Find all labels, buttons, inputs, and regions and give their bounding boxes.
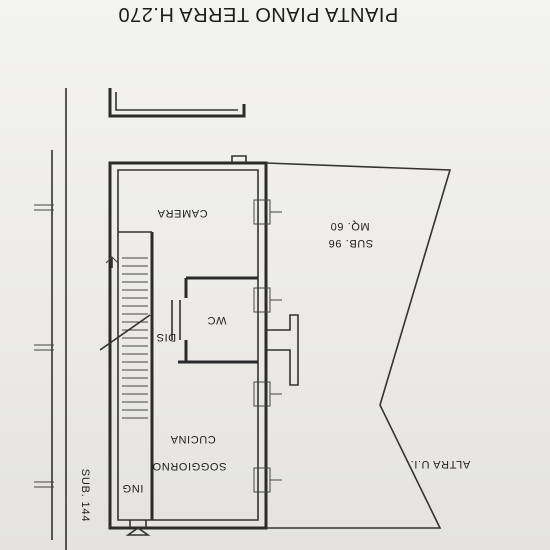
building-outline-inner: [117, 169, 259, 521]
room-label-wc: WC: [207, 314, 227, 326]
upper-wall: [108, 88, 246, 118]
room-label-soggiorno: SOGGIORNO: [152, 460, 227, 472]
sub96-area: MQ. 60: [330, 220, 370, 232]
room-label-cucina: CUCINA: [170, 433, 216, 445]
windows: [253, 199, 282, 493]
plan-title: PIANTA PIANO TERRA H.270: [118, 3, 399, 25]
room-label-dis: DIS: [156, 331, 177, 343]
door-top: [231, 155, 247, 163]
room-label-camera: CAMERA: [157, 207, 208, 219]
sub96-label: SUB. 96: [328, 237, 374, 249]
entrance-arrow: [125, 527, 151, 536]
wall-niche: [266, 314, 299, 386]
sub96-outline: [265, 162, 452, 529]
room-label-ing: ING: [122, 482, 144, 494]
sub144-label: SUB. 144: [79, 468, 92, 523]
adjacent-unit-label: ALTRA U.I.: [410, 458, 471, 470]
entrance-door: [129, 520, 147, 528]
stairs: [99, 256, 151, 419]
upper-wall-inner: [115, 92, 238, 111]
